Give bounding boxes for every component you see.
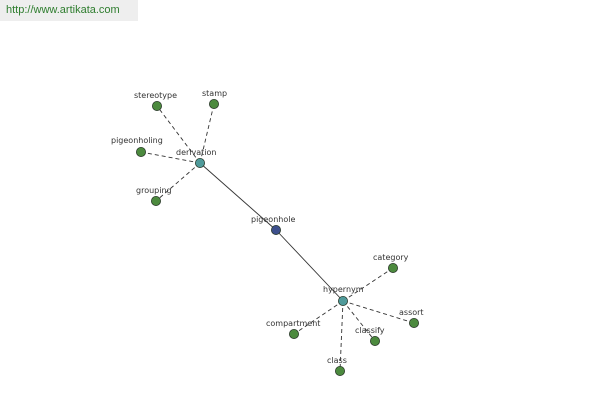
node-derivation[interactable] [194,157,205,168]
edge-derivation-stereotype [156,105,201,164]
edge-derivation-stamp [199,103,215,164]
graph-labels: pigeonhole derivation stereotype stamp pigeo… [111,89,424,365]
node-pigeonholing[interactable] [135,146,146,157]
edge-pigeonhole-derivation [199,162,277,231]
node-category[interactable] [387,262,398,273]
label-compartment: compartment [266,319,320,328]
edge-hypernym-class [339,300,344,372]
graph-edges [140,103,415,372]
node-class[interactable] [334,365,345,376]
node-stereotype[interactable] [151,101,162,112]
node-grouping[interactable] [150,195,161,206]
label-stereotype: stereotype [134,91,177,100]
label-grouping: grouping [136,186,172,195]
label-derivation: derivation [176,148,216,157]
source-url-link[interactable]: http://www.artikata.com [0,0,138,21]
edge-hypernym-compartment [293,300,344,335]
label-pigeonhole: pigeonhole [251,215,295,224]
label-class: class [327,356,347,365]
edge-derivation-pigeonholing [140,151,201,164]
node-classify[interactable] [369,335,380,346]
label-category: category [373,253,409,262]
node-stamp[interactable] [208,99,219,110]
edge-pigeonhole-hypernym [275,229,344,302]
label-hypernym: hypernym [323,285,364,294]
label-pigeonholing: pigeonholing [111,136,163,145]
graph-nodes [135,99,419,376]
node-assort[interactable] [408,317,419,328]
node-compartment[interactable] [288,328,299,339]
node-pigeonhole[interactable] [270,224,281,235]
label-classify: classify [355,326,385,335]
edge-hypernym-assort [342,300,415,324]
label-stamp: stamp [202,89,227,98]
edge-hypernym-classify [342,300,376,342]
edge-derivation-grouping [155,162,201,202]
node-hypernym[interactable] [337,295,348,306]
edge-hypernym-category [342,267,394,302]
label-assort: assort [399,308,424,317]
